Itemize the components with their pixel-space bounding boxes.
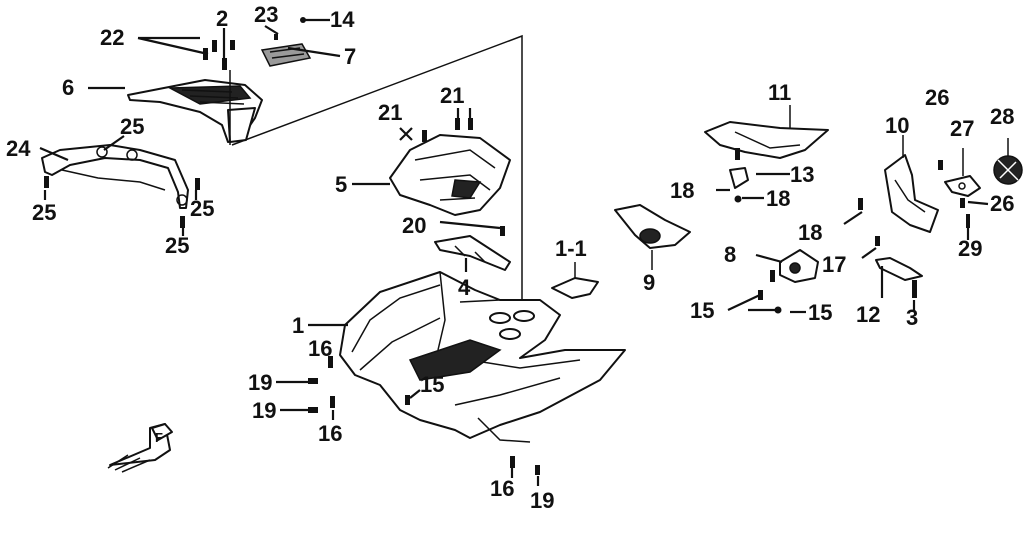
callout-15-right: 15 — [808, 300, 832, 325]
callout-22: 22 — [100, 25, 124, 50]
callout-1: 1 — [292, 313, 304, 338]
callout-2: 2 — [216, 6, 228, 31]
small-bracket — [434, 235, 511, 271]
callout-17: 17 — [822, 252, 846, 277]
callout-4: 4 — [458, 275, 471, 300]
callout-19-upper: 19 — [248, 370, 272, 395]
callout-labels: 22 2 23 14 7 6 25 24 25 25 25 21 21 5 20… — [6, 2, 1014, 513]
callout-18-right: 18 — [766, 186, 790, 211]
callout-19-bottom: 19 — [530, 488, 554, 513]
callout-3: 3 — [906, 305, 918, 330]
callout-8: 8 — [724, 242, 736, 267]
rear-fender — [339, 271, 626, 443]
cowl-bracket — [729, 148, 749, 203]
callout-26-bottom: 26 — [990, 191, 1014, 216]
callout-16-bottom: 16 — [490, 476, 514, 501]
callout-20: 20 — [402, 213, 426, 238]
callout-10: 10 — [885, 113, 909, 138]
callout-21-left: 21 — [378, 100, 402, 125]
callout-25-right: 25 — [190, 196, 214, 221]
callout-16-lower: 16 — [318, 421, 342, 446]
rack-pad — [260, 43, 312, 67]
callout-6: 6 — [62, 75, 74, 100]
callout-5: 5 — [335, 172, 347, 197]
seat-cowl — [704, 121, 829, 159]
callout-18-left: 18 — [670, 178, 694, 203]
callout-14: 14 — [330, 7, 355, 32]
callout-1-1: 1-1 — [555, 236, 587, 261]
callout-29: 29 — [958, 236, 982, 261]
callout-25-bottom: 25 — [165, 233, 189, 258]
callout-19-lower: 19 — [252, 398, 276, 423]
callout-13: 13 — [790, 162, 814, 187]
callout-18-panel: 18 — [798, 220, 822, 245]
callout-25-left: 25 — [32, 200, 56, 225]
fender-bolts — [422, 118, 505, 236]
callout-27: 27 — [950, 116, 974, 141]
reflector — [993, 155, 1023, 185]
leader-lines — [39, 18, 989, 486]
callout-25-top: 25 — [120, 114, 144, 139]
side-panel — [884, 154, 939, 233]
callout-11: 11 — [768, 80, 791, 105]
callout-12: 12 — [856, 302, 880, 327]
callout-28: 28 — [990, 104, 1014, 129]
callout-24: 24 — [6, 136, 31, 161]
callout-21-right: 21 — [440, 83, 464, 108]
inner-fender-bracket — [389, 134, 511, 216]
front-direction-marker — [107, 423, 173, 473]
callout-23: 23 — [254, 2, 278, 27]
callout-7: 7 — [344, 44, 356, 69]
callout-26-top: 26 — [925, 85, 949, 110]
side-panel-bolts — [858, 198, 880, 246]
front-marker-letter: F — [155, 430, 163, 445]
tail-light-housing — [614, 204, 691, 249]
callout-16-upper: 16 — [308, 336, 332, 361]
grab-bar — [41, 144, 200, 228]
assembly-guide-lines — [229, 34, 523, 312]
callout-9: 9 — [643, 270, 655, 295]
license-bracket — [875, 257, 923, 298]
rear-carrier-rack — [127, 79, 263, 143]
fender-emblem — [551, 277, 599, 299]
reflector-bracket — [944, 175, 981, 197]
callout-15-left: 15 — [690, 298, 714, 323]
rack-bolts — [203, 40, 235, 70]
callout-15-fender: 15 — [420, 372, 444, 397]
